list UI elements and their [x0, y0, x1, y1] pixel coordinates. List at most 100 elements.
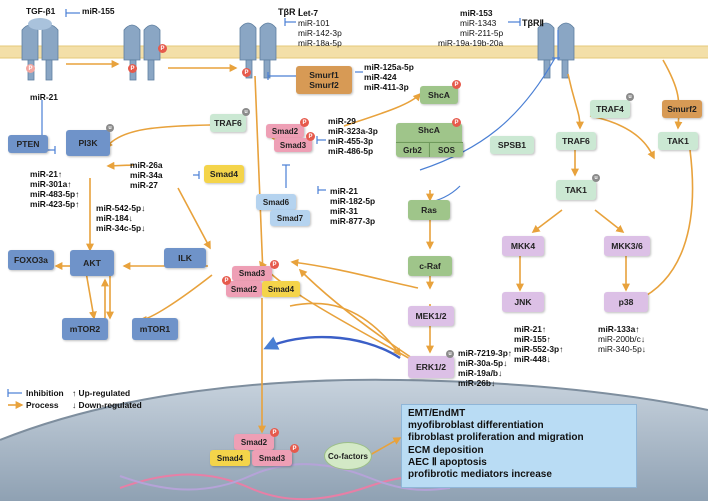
nuc-smad4-node: Smad4 [210, 450, 250, 466]
phospho-marker: P [128, 64, 137, 73]
akt-node: AKT [70, 250, 114, 276]
cell-membrane [0, 46, 708, 58]
tbr2-mir-1: miR-1343 [460, 18, 497, 28]
traf6-right-node: TRAF6 [556, 132, 596, 150]
jnk-mir-0: miR-21↑ [514, 324, 547, 334]
jnk-mir-1: miR-155↑ [514, 334, 551, 344]
complex-smad4-node: Smad4 [262, 281, 300, 297]
smad4-mir-1: miR-34a [130, 170, 163, 180]
smad4-node: Smad4 [204, 165, 244, 183]
tbr1-mir-0: Let-7 [298, 8, 319, 18]
p38-mir-2: miR-340-5p↓ [598, 344, 646, 354]
akt-up-mir-0: miR-21↑ [30, 169, 63, 179]
ubiquitin-marker: u [626, 93, 634, 101]
akt-up-mir-3: miR-423-5p↑ [30, 199, 80, 209]
phospho-marker: P [452, 118, 461, 127]
mir21-left-label: miR-21 [30, 92, 58, 102]
nuc-smad3-node: Smad3 [252, 450, 292, 466]
tbr1-mir-3: miR-18a-5p [298, 38, 342, 48]
outcome-item: fibroblast proliferation and migration [408, 432, 584, 444]
outcome-item: ECM deposition [408, 444, 484, 456]
erk-feedback-arrow [263, 335, 401, 360]
smad3-node: Smad3 [274, 138, 312, 152]
phospho-marker: P [290, 444, 299, 453]
phospho-marker: P [300, 118, 309, 127]
tbr1-mir-1: miR-101 [298, 18, 330, 28]
phospho-marker: P [306, 132, 315, 141]
tbr1-label: TβR Ⅰ [278, 7, 301, 17]
process-arrows [54, 59, 694, 434]
smad23-mir-3: miR-486-5p [328, 146, 374, 156]
p38-mir-1: miR-200b/c↓ [598, 334, 646, 344]
smad2-node: Smad2 [266, 124, 304, 138]
shca-top-node: ShcA [420, 86, 458, 104]
inhibition-lines [41, 9, 560, 210]
cofactors-node: Co-factors [324, 442, 372, 470]
outcomes-box: EMT/EndMT myofibroblast differentiation … [401, 404, 637, 488]
smad6-node: Smad6 [256, 194, 296, 210]
erk12-node: ERK1/2 [408, 356, 454, 378]
shca-label: ShcA [418, 125, 440, 135]
erk-mir-2: miR-19a/b↓ [458, 368, 503, 378]
outcome-item: myofibroblast differentiation [408, 420, 544, 432]
pi3k-node: PI3K [66, 130, 110, 156]
nucleus-to-outcomes-arrow [369, 437, 402, 456]
craf-node: c-Raf [408, 256, 452, 276]
tbr1-mir-2: miR-142-3p [298, 28, 342, 38]
smad67-mir-2: miR-31 [330, 206, 358, 216]
mir155-label: miR-155 [82, 6, 115, 16]
erk-mir-1: miR-30a-5p↓ [458, 358, 508, 368]
jnk-mir-3: miR-448↓ [514, 354, 551, 364]
akt-up-mir-2: miR-483-5p↑ [30, 189, 80, 199]
phospho-marker: P [158, 44, 167, 53]
phospho-marker: P [270, 428, 279, 437]
ubiquitin-marker: u [106, 124, 114, 132]
pten-node: PTEN [8, 135, 48, 153]
akt-down-mir-2: miR-34c-5p↓ [96, 223, 146, 233]
phospho-marker: P [452, 80, 461, 89]
smad23-mir-0: miR-29 [328, 116, 356, 126]
smad23-mir-2: miR-455-3p [328, 136, 374, 146]
erk-mir-0: miR-7219-3p↑ [458, 348, 512, 358]
smurf-mir-0: miR-125a-5p [364, 62, 414, 72]
smad4-mir-2: miR-27 [130, 180, 158, 190]
legend-upregulated: ↑ Up-regulated [72, 388, 131, 398]
legend-downregulated: ↓ Down-regulated [72, 400, 142, 410]
smad7-node: Smad7 [270, 210, 310, 226]
jnk-mir-2: miR-552-3p↑ [514, 344, 564, 354]
mtor2-node: mTOR2 [62, 318, 108, 340]
ilk-node: ILK [164, 248, 206, 268]
erk-mir-3: miR-26b↓ [458, 378, 496, 388]
outcome-item: EMT/EndMT [408, 408, 466, 419]
complex-smad2-node: Smad2 [226, 281, 262, 297]
akt-down-mir-1: miR-184↓ [96, 213, 133, 223]
akt-up-mir-1: miR-301a↑ [30, 179, 72, 189]
foxo3a-node: FOXO3a [8, 250, 54, 270]
smurf1-smurf2-node: Smurf1 Smurf2 [296, 66, 352, 94]
p38-mir-0: miR-133a↑ [598, 324, 640, 334]
mtor1-node: mTOR1 [132, 318, 178, 340]
ubiquitin-marker: u [592, 174, 600, 182]
ras-node: Ras [408, 200, 450, 220]
tbr2-mir-0: miR-153 [460, 8, 493, 18]
legend-process: Process [26, 400, 59, 410]
smurf-mir-2: miR-411-3p [364, 82, 409, 92]
grb2-node: Grb2 [396, 142, 429, 157]
tak1-mid-node: TAK1 [556, 180, 596, 200]
mkk4-node: MKK4 [502, 236, 544, 256]
smad4-mir-0: miR-26a [130, 160, 163, 170]
traf4-node: TRAF4 [590, 100, 630, 118]
spsb1-node: SPSB1 [490, 136, 534, 154]
phospho-marker: P [26, 64, 35, 73]
phospho-marker: P [270, 260, 279, 269]
smad67-mir-3: miR-877-3p [330, 216, 376, 226]
ubiquitin-marker: u [446, 350, 454, 358]
sos-node: SOS [429, 142, 463, 157]
mkk36-node: MKK3/6 [604, 236, 650, 256]
nuc-smad2-node: Smad2 [234, 434, 274, 450]
legend-inhibition: Inhibition [26, 388, 64, 398]
tak1-right-node: TAK1 [658, 132, 698, 150]
smad67-mir-1: miR-182-5p [330, 196, 376, 206]
phospho-marker: P [222, 276, 231, 285]
